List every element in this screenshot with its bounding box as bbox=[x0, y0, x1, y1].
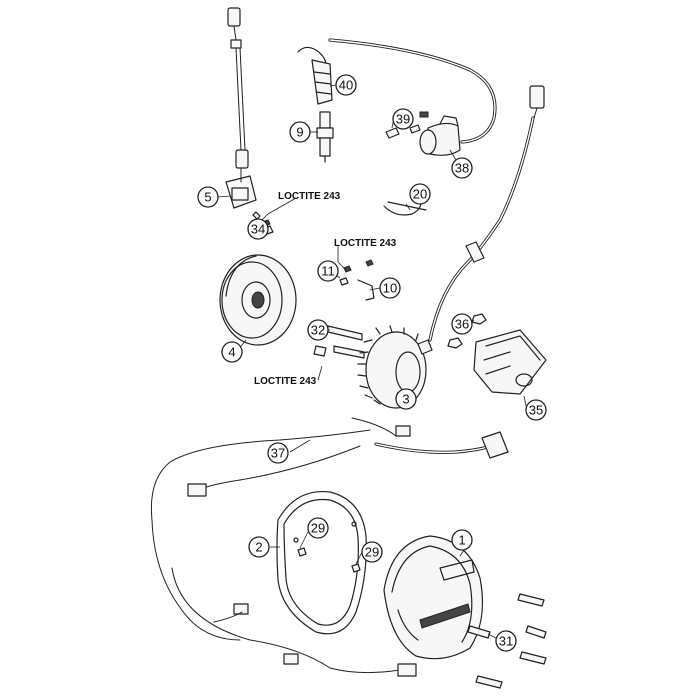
callout-label: 1 bbox=[458, 533, 465, 548]
callout-10: 10 bbox=[379, 277, 401, 299]
part-36-nuts bbox=[447, 313, 487, 349]
part-3-stator bbox=[357, 325, 433, 409]
callout-39: 39 bbox=[392, 108, 414, 130]
part-37-wiring-harness bbox=[150, 417, 509, 677]
callout-9: 9 bbox=[289, 121, 311, 143]
ignition-cable bbox=[328, 38, 497, 144]
callout-31: 31 bbox=[495, 630, 517, 652]
callout-1: 1 bbox=[451, 529, 473, 551]
callout-label: 37 bbox=[271, 446, 285, 461]
part-10-clamp bbox=[357, 279, 375, 301]
part-40-spark-plug-cap bbox=[297, 46, 333, 105]
part-39-screws bbox=[385, 124, 421, 139]
part-1-ignition-cover bbox=[383, 535, 484, 660]
part-31-cover-bolts bbox=[467, 593, 547, 689]
callout-36: 36 bbox=[451, 313, 473, 335]
stator-cable bbox=[428, 85, 545, 342]
callout-3: 3 bbox=[395, 388, 417, 410]
callout-11: 11 bbox=[317, 260, 339, 282]
part-5-sensor bbox=[225, 7, 257, 209]
callout-35: 35 bbox=[525, 399, 547, 421]
callout-label: 34 bbox=[251, 222, 265, 237]
loctite-note-3: LOCTITE 243 bbox=[254, 376, 317, 387]
callout-40: 40 bbox=[335, 74, 357, 96]
part-38-ignition-coil bbox=[419, 111, 461, 156]
callout-37: 37 bbox=[267, 442, 289, 464]
part-9-spark-plug bbox=[316, 111, 334, 163]
callout-29b: 29 bbox=[361, 541, 383, 563]
callout-label: 36 bbox=[455, 317, 469, 332]
callout-2: 2 bbox=[248, 536, 270, 558]
callout-29a: 29 bbox=[307, 517, 329, 539]
callout-label: 31 bbox=[499, 634, 513, 649]
callout-label: 9 bbox=[296, 125, 303, 140]
callout-label: 10 bbox=[383, 281, 397, 296]
part-29-dowel-pins bbox=[297, 547, 361, 573]
callout-label: 3 bbox=[402, 392, 409, 407]
callout-label: 35 bbox=[529, 403, 543, 418]
callout-label: 38 bbox=[455, 161, 469, 176]
callout-label: 20 bbox=[413, 187, 427, 202]
part-2-gasket bbox=[276, 490, 367, 635]
callout-5: 5 bbox=[197, 186, 219, 208]
loctite-note-1: LOCTITE 243 bbox=[278, 191, 341, 202]
part-4-flywheel bbox=[219, 254, 297, 346]
callout-label: 5 bbox=[204, 190, 211, 205]
callout-4: 4 bbox=[221, 341, 243, 363]
callout-label: 29 bbox=[311, 521, 325, 536]
callout-label: 32 bbox=[311, 323, 325, 338]
callout-label: 11 bbox=[321, 264, 335, 279]
callout-label: 40 bbox=[339, 78, 353, 93]
callout-label: 2 bbox=[255, 540, 262, 555]
part-35-regulator bbox=[473, 329, 547, 395]
callout-38: 38 bbox=[451, 157, 473, 179]
callout-label: 4 bbox=[228, 345, 235, 360]
loctite-note-2: LOCTITE 243 bbox=[334, 238, 397, 249]
part-11-screw bbox=[339, 259, 374, 286]
callout-label: 29 bbox=[365, 545, 379, 560]
callout-20: 20 bbox=[409, 183, 431, 205]
callout-34: 34 bbox=[247, 218, 269, 240]
callout-label: 39 bbox=[396, 112, 410, 127]
callout-32: 32 bbox=[307, 319, 329, 341]
